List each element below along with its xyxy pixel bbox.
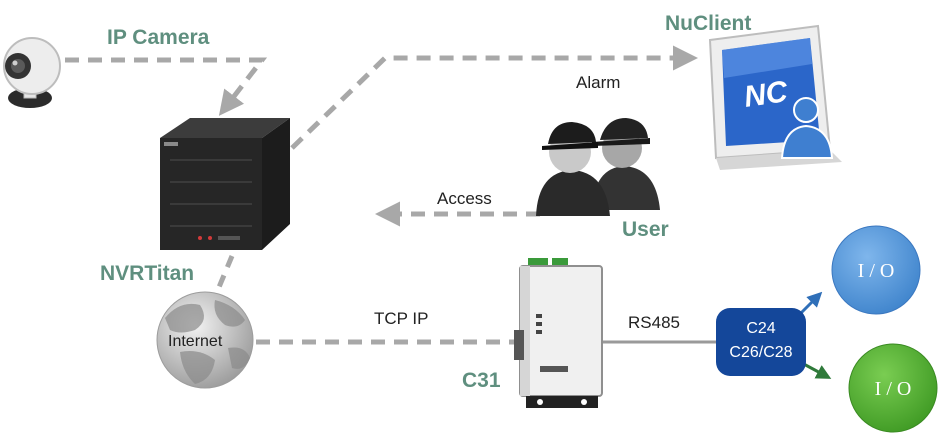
nvrtitan-label: NVRTitan [100,262,194,285]
internet-label: Internet [168,333,223,350]
monitor-logo: NC [742,75,791,114]
serial-device-icon [514,258,603,408]
access-label: Access [437,189,492,208]
globe-icon [156,291,254,389]
alarm-label: Alarm [576,73,620,92]
rs485-label: RS485 [628,313,680,332]
nvr-server-icon [160,118,290,250]
controller-label-line1: C24 [746,320,775,337]
io-node-top [831,225,921,315]
io-top-label: I / O [858,260,895,282]
controller-box [716,308,806,376]
camera-to-nvr-line [65,57,268,116]
user-label: User [622,218,669,241]
ip-camera-label: IP Camera [107,26,210,49]
users-icon [536,118,660,216]
io-bottom-label: I / O [875,378,912,400]
controller-to-io-top-arrow [798,291,823,316]
nvr-to-nuclient-line [290,45,698,150]
controller-label-line2: C26/C28 [729,344,792,361]
webcam-icon [3,37,61,108]
monitor-icon: NC [708,24,842,170]
nuclient-label: NuClient [665,12,751,35]
c31-label: C31 [462,369,501,392]
tcp-ip-label: TCP IP [374,309,428,328]
io-node-bottom [848,343,938,433]
